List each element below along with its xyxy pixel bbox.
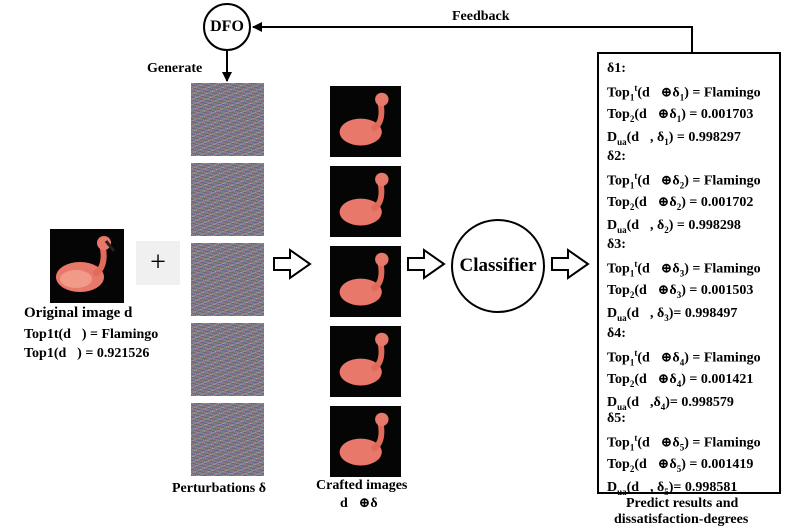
dfo-label: DFO [210,18,244,35]
result-id: δ3: [607,237,626,252]
result-id: δ5: [607,411,626,426]
flamingo-image [50,229,124,303]
dfo-node: DFO [203,3,251,51]
crafted-image-1 [330,86,401,157]
result-top2: Top2(d⃗⊕δ2) = 0.001702 [607,195,754,213]
original-top1t: Top1t(d⃗) = Flamingo [24,327,159,342]
perturbation-1 [191,83,264,156]
result-group-5: δ5: Top1t(d⃗⊕δ5) = Flamingo Top2(d⃗⊕δ5) … [607,410,761,501]
classifier-label: Classifier [459,255,537,276]
dissatisfaction-label: dissatisfaction-degrees [614,512,749,527]
feedback-arrow [252,22,693,52]
result-group-3: δ3: Top1t(d⃗⊕δ3) = Flamingo Top2(d⃗⊕δ3) … [607,236,761,327]
result-top2: Top2(d⃗⊕δ3) = 0.001503 [607,283,754,301]
perturbations-label: Perturbations δ [172,481,266,496]
crafted-images-formula: d⃗⊕δ [340,496,378,511]
result-top1t: Top1t(d⃗⊕δ4) = Flamingo [607,347,761,367]
block-arrow-2 [407,248,446,280]
feedback-label: Feedback [452,9,510,24]
result-dua: Dua(d⃗,δ4)= 0.998579 [607,394,734,412]
result-group-1: δ1: Top1t(d⃗⊕δ1) = Flamingo Top2(d⃗⊕δ1) … [607,60,761,151]
result-top2: Top2(d⃗⊕δ1) = 0.001703 [607,107,754,125]
perturbation-4 [191,323,264,396]
block-arrow-3 [551,248,590,280]
crafted-image-3 [330,246,401,317]
crafted-images-label: Crafted images [316,478,408,493]
result-top1t: Top1t(d⃗⊕δ3) = Flamingo [607,258,761,278]
result-top1t: Top1t(d⃗⊕δ2) = Flamingo [607,170,761,190]
block-arrow-1 [273,248,312,280]
result-top1t: Top1t(d⃗⊕δ1) = Flamingo [607,82,761,102]
original-image-title: Original image d⃗ [24,305,144,321]
result-dua: Dua(d⃗, δ2) = 0.998298 [607,217,741,235]
result-top1t: Top1t(d⃗⊕δ5) = Flamingo [607,432,761,452]
crafted-image-2 [330,166,401,237]
perturbation-3 [191,243,264,316]
result-top2: Top2(d⃗⊕δ4) = 0.001421 [607,372,754,390]
perturbation-5 [191,403,264,476]
result-dua: Dua(d⃗, δ5)= 0.998581 [607,479,738,497]
perturbation-2 [191,163,264,236]
result-id: δ1: [607,61,626,76]
crafted-image-4 [330,326,401,397]
result-id: δ4: [607,326,626,341]
predict-results-label: Predict results and [626,496,739,511]
result-group-2: δ2: Top1t(d⃗⊕δ2) = Flamingo Top2(d⃗⊕δ2) … [607,148,761,239]
crafted-image-5 [330,406,401,477]
plus-sign: + [136,241,180,285]
result-id: δ2: [607,149,626,164]
result-top2: Top2(d⃗⊕δ5) = 0.001419 [607,457,754,475]
original-image [50,229,124,303]
result-group-4: δ4: Top1t(d⃗⊕δ4) = Flamingo Top2(d⃗⊕δ4) … [607,325,761,416]
result-dua: Dua(d⃗, δ3)= 0.998497 [607,305,738,323]
original-top1: Top1(d⃗) = 0.921526 [24,346,150,361]
classifier-node: Classifier [451,219,545,313]
results-box: δ1: Top1t(d⃗⊕δ1) = Flamingo Top2(d⃗⊕δ1) … [597,52,781,497]
generate-label: Generate [147,61,203,76]
result-dua: Dua(d⃗, δ1) = 0.998297 [607,129,741,147]
